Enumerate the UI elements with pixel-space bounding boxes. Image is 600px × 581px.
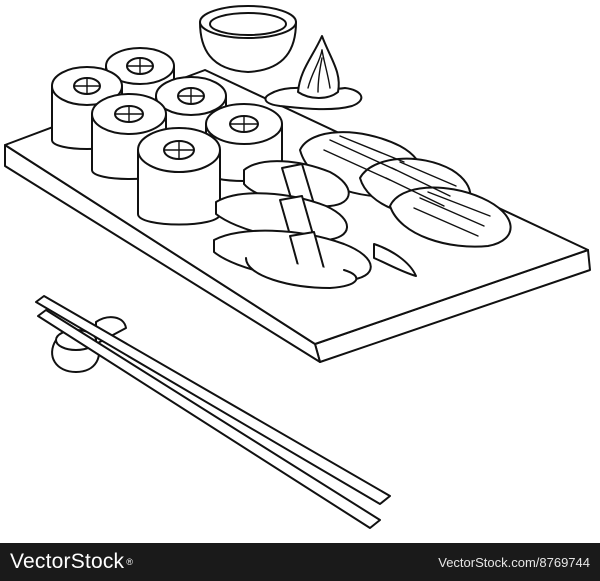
maki-rolls bbox=[51, 47, 283, 226]
stock-id-text: VectorStock.com/8769744 bbox=[438, 554, 590, 570]
watermark-footer-bar: VectorStock® VectorStock.com/8769744 bbox=[0, 543, 600, 581]
eel-nigiri bbox=[213, 160, 417, 289]
wasabi-ginger bbox=[264, 35, 363, 111]
sushi-platter-illustration bbox=[4, 5, 591, 529]
brand-text: VectorStock bbox=[10, 550, 125, 573]
vectorstock-logo: VectorStock® bbox=[10, 550, 133, 574]
maki-roll bbox=[91, 93, 167, 180]
chopsticks bbox=[35, 295, 391, 529]
maki-roll bbox=[137, 127, 221, 226]
soy-sauce-bowl bbox=[199, 5, 297, 73]
registered-mark: ® bbox=[126, 557, 134, 567]
